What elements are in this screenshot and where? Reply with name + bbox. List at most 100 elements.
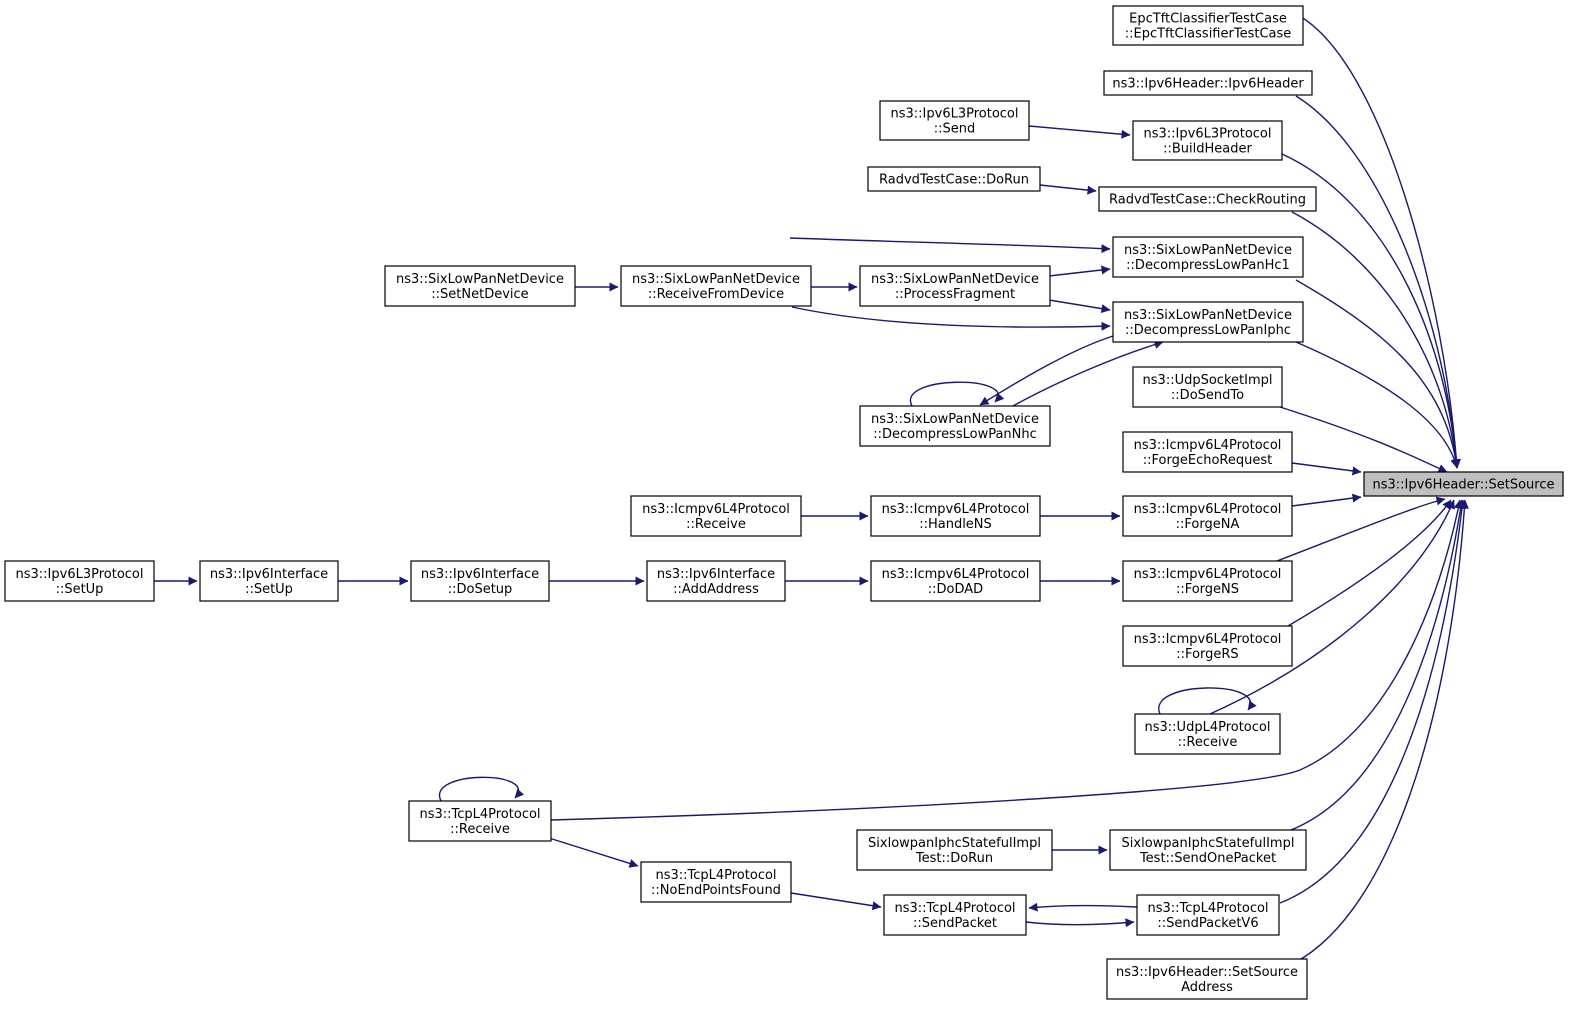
node-label-line: ::ForgeNS (1176, 582, 1239, 597)
node-six-decomp-iphc[interactable]: ns3::SixLowPanNetDevice::DecompressLowPa… (1112, 301, 1304, 343)
node-label-line: ::ForgeEchoRequest (1143, 453, 1272, 468)
node-ipv6-if-set-up[interactable]: ns3::Ipv6Interface::SetUp (199, 560, 339, 602)
node-six-decomp-nhc[interactable]: ns3::SixLowPanNetDevice::DecompressLowPa… (859, 405, 1051, 447)
node-label-line: ns3::Icmpv6L4Protocol (642, 502, 790, 517)
node-radvd-do-run[interactable]: RadvdTestCase::DoRun (867, 166, 1041, 192)
node-label-line: ::SendPacketV6 (1157, 916, 1258, 931)
node-ipv6-hdr-ctor[interactable]: ns3::Ipv6Header::Ipv6Header (1103, 70, 1313, 96)
node-label-line: ::DoDAD (928, 582, 983, 597)
node-label-line: ::SetNetDevice (431, 287, 528, 302)
node-ipv6-if-add-address[interactable]: ns3::Ipv6Interface::AddAddress (646, 560, 786, 602)
node-label-line: RadvdTestCase::CheckRouting (1109, 193, 1306, 208)
node-udp-sock-do-send-to[interactable]: ns3::UdpSocketImpl::DoSendTo (1132, 366, 1283, 408)
node-six-decomp-hc1[interactable]: ns3::SixLowPanNetDevice::DecompressLowPa… (1112, 236, 1304, 278)
node-label-line: ns3::TcpL4Protocol (655, 868, 776, 883)
node-ipv6-l3-send[interactable]: ns3::Ipv6L3Protocol::Send (879, 100, 1030, 141)
edge-udp-sock-do-send-to-to-root (1279, 406, 1448, 473)
node-icmp-forge-na[interactable]: ns3::Icmpv6L4Protocol::ForgeNA (1122, 495, 1293, 537)
node-box (199, 560, 339, 602)
node-box (867, 166, 1041, 192)
node-label-line: ::BuildHeader (1163, 142, 1252, 157)
node-label-line: ::ReceiveFromDevice (648, 287, 784, 302)
node-radvd-check-routing[interactable]: RadvdTestCase::CheckRouting (1098, 186, 1317, 212)
node-label-line: ns3::Ipv6Header::SetSource (1116, 965, 1298, 980)
node-icmp-handle-ns[interactable]: ns3::Icmpv6L4Protocol::HandleNS (870, 495, 1041, 537)
node-box (1112, 301, 1304, 343)
node-box (1112, 5, 1304, 46)
node-label-line: ::AddAddress (673, 582, 759, 597)
edge-tcp-receive-to-tcp-no-end-points (548, 837, 639, 868)
node-icmp-do-dad[interactable]: ns3::Icmpv6L4Protocol::DoDAD (870, 560, 1041, 602)
node-epc-tft[interactable]: EpcTftClassifierTestCase::EpcTftClassifi… (1112, 5, 1304, 46)
node-label-line: ns3::TcpL4Protocol (419, 807, 540, 822)
edge-six-decomp-nhc-to-six-decomp-nhc (909, 381, 1005, 407)
edge-tcp-receive-to-root (550, 499, 1463, 821)
node-box (1132, 366, 1283, 408)
node-six-process-fragment[interactable]: ns3::SixLowPanNetDevice::ProcessFragment (859, 265, 1051, 307)
node-box (1122, 560, 1293, 602)
node-label-line: ns3::SixLowPanNetDevice (871, 272, 1039, 287)
node-label-line: ::ProcessFragment (895, 287, 1015, 302)
node-label-line: ns3::TcpL4Protocol (894, 901, 1015, 916)
edges-layer (154, 13, 1469, 963)
node-tcp-send-packet-v6[interactable]: ns3::TcpL4Protocol::SendPacketV6 (1136, 894, 1280, 936)
node-label-line: ns3::SixLowPanNetDevice (632, 272, 800, 287)
node-ipv6-l3-build-header[interactable]: ns3::Ipv6L3Protocol::BuildHeader (1132, 120, 1283, 161)
node-label-line: ::EpcTftClassifierTestCase (1125, 27, 1292, 42)
node-box (410, 560, 550, 602)
node-box (1106, 958, 1308, 1000)
node-box (870, 495, 1041, 537)
node-six-iphc-send-one-packet[interactable]: SixlowpanIphcStatefulImplTest::SendOnePa… (1109, 829, 1307, 871)
node-label-line: ::ForgeRS (1176, 647, 1238, 662)
edge-udp-l4-receive-to-root (1209, 499, 1455, 715)
node-label-line: SixlowpanIphcStatefulImpl (1122, 836, 1295, 851)
edge-ipv6-hdr-ctor-to-root (1295, 95, 1461, 469)
node-icmp-forge-ns[interactable]: ns3::Icmpv6L4Protocol::ForgeNS (1122, 560, 1293, 602)
node-label-line: RadvdTestCase::DoRun (879, 173, 1029, 188)
node-label-line: ns3::Ipv6Interface (421, 567, 539, 582)
node-label-line: ns3::Ipv6L3Protocol (1144, 127, 1272, 142)
node-label-line: ::NoEndPointsFound (651, 883, 781, 898)
edge-six-decomp-iphc-to-root (1295, 341, 1460, 469)
node-label-line: ns3::Ipv6Interface (657, 567, 775, 582)
node-udp-l4-receive[interactable]: ns3::UdpL4Protocol::Receive (1134, 713, 1281, 755)
node-box (384, 265, 576, 307)
node-label-line: ::DecompressLowPanNhc (873, 427, 1037, 442)
edge-six-decomp-iphc-to-six-decomp-nhc (979, 335, 1114, 406)
node-six-set-net-device[interactable]: ns3::SixLowPanNetDevice::SetNetDevice (384, 265, 576, 307)
node-box (856, 829, 1053, 871)
node-label-line: Test::SendOnePacket (1139, 851, 1276, 866)
node-ipv6-if-do-setup[interactable]: ns3::Ipv6Interface::DoSetup (410, 560, 550, 602)
node-label-line: ::ForgeNA (1176, 517, 1240, 532)
node-tcp-send-packet[interactable]: ns3::TcpL4Protocol::SendPacket (883, 894, 1027, 936)
node-box (1122, 495, 1293, 537)
node-icmp-forge-rs[interactable]: ns3::Icmpv6L4Protocol::ForgeRS (1122, 625, 1293, 667)
node-label-line: ::DecompressLowPanHc1 (1126, 258, 1290, 273)
node-ipv6-l3-set-up[interactable]: ns3::Ipv6L3Protocol::SetUp (4, 560, 155, 602)
node-label-line: ns3::SixLowPanNetDevice (1124, 243, 1292, 258)
edge-radvd-check-routing-to-root (1291, 211, 1461, 469)
edge-six-receive-from-device-to-six-decomp-iphc (791, 306, 1111, 331)
edge-tcp-send-packet-v6-to-root (1279, 499, 1467, 904)
edge-tcp-receive-to-tcp-receive (438, 776, 525, 802)
edge-tcp-no-end-points-to-tcp-send-packet (790, 892, 882, 911)
node-box (1122, 625, 1293, 667)
edge-icmp-forge-ns-to-root (1276, 496, 1446, 562)
node-tcp-receive[interactable]: ns3::TcpL4Protocol::Receive (408, 800, 552, 842)
node-label-line: ns3::Icmpv6L4Protocol (1134, 438, 1282, 453)
node-icmp-forge-echo[interactable]: ns3::Icmpv6L4Protocol::ForgeEchoRequest (1122, 431, 1293, 473)
node-label-line: ::SendPacket (913, 916, 997, 931)
node-label-line: ns3::Icmpv6L4Protocol (882, 567, 1030, 582)
node-six-receive-from-device[interactable]: ns3::SixLowPanNetDevice::ReceiveFromDevi… (620, 265, 812, 307)
edge-tcp-send-packet-v6-to-tcp-send-packet (1028, 902, 1138, 912)
root-node[interactable]: ns3::Ipv6Header::SetSource (1363, 471, 1564, 497)
node-icmp-receive[interactable]: ns3::Icmpv6L4Protocol::Receive (630, 495, 802, 537)
edge-six-iphc-send-one-packet-to-root (1290, 499, 1466, 831)
node-label-line: ns3::SixLowPanNetDevice (871, 412, 1039, 427)
edge-six-process-fragment-to-six-decomp-iphc (1048, 299, 1111, 314)
node-label-line: ::DoSendTo (1171, 388, 1244, 403)
node-box (620, 265, 812, 307)
node-tcp-no-end-points[interactable]: ns3::TcpL4Protocol::NoEndPointsFound (640, 861, 792, 903)
